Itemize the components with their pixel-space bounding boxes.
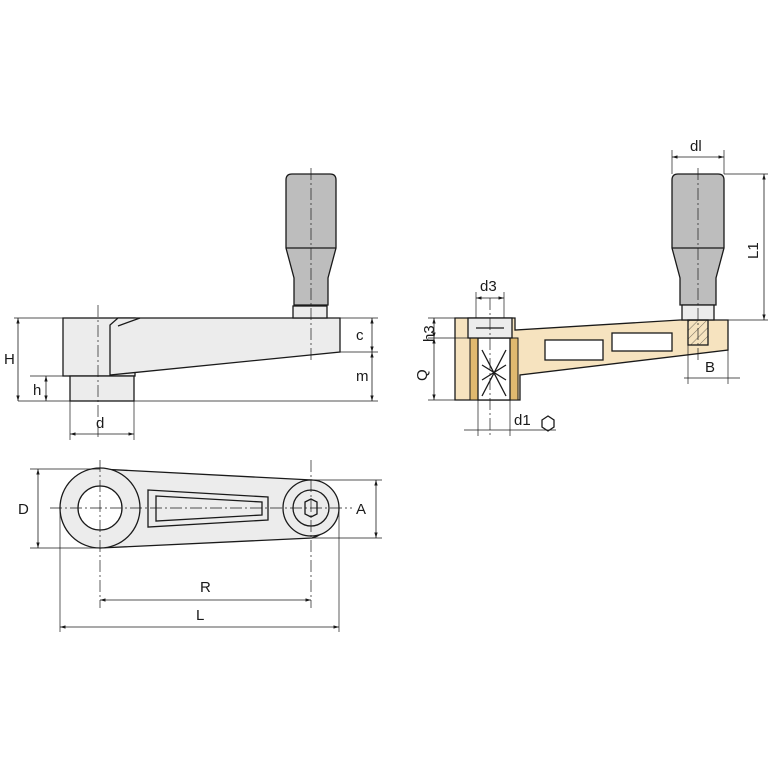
grip-nut [292, 305, 328, 319]
section-view: dl L1 d3 h3 Q B d1 [414, 138, 768, 436]
dim-label-H: H [4, 351, 15, 368]
dim-label-h: h [33, 382, 41, 399]
hub-bottom [69, 375, 135, 402]
dim-label-d3: d3 [480, 278, 497, 295]
side-view: H h c m d [4, 168, 378, 440]
hexagon-icon [541, 415, 555, 432]
dim-label-h3: h3 [421, 325, 438, 342]
dim-label-R: R [200, 579, 211, 596]
dim-label-d1: d1 [514, 412, 531, 429]
dim-label-L1: L1 [745, 242, 762, 259]
dim-label-L: L [196, 607, 204, 624]
dim-label-d: d [96, 415, 104, 432]
dim-label-A: A [356, 501, 366, 518]
dim-label-m: m [356, 368, 369, 385]
dim-label-D: D [18, 501, 29, 518]
top-view: D A R L [18, 460, 382, 632]
arm-body [109, 317, 341, 376]
dim-label-B: B [705, 359, 715, 376]
dim-label-c: c [356, 327, 364, 344]
dim-label-dl: dl [690, 138, 702, 155]
dim-label-Q: Q [414, 369, 431, 381]
